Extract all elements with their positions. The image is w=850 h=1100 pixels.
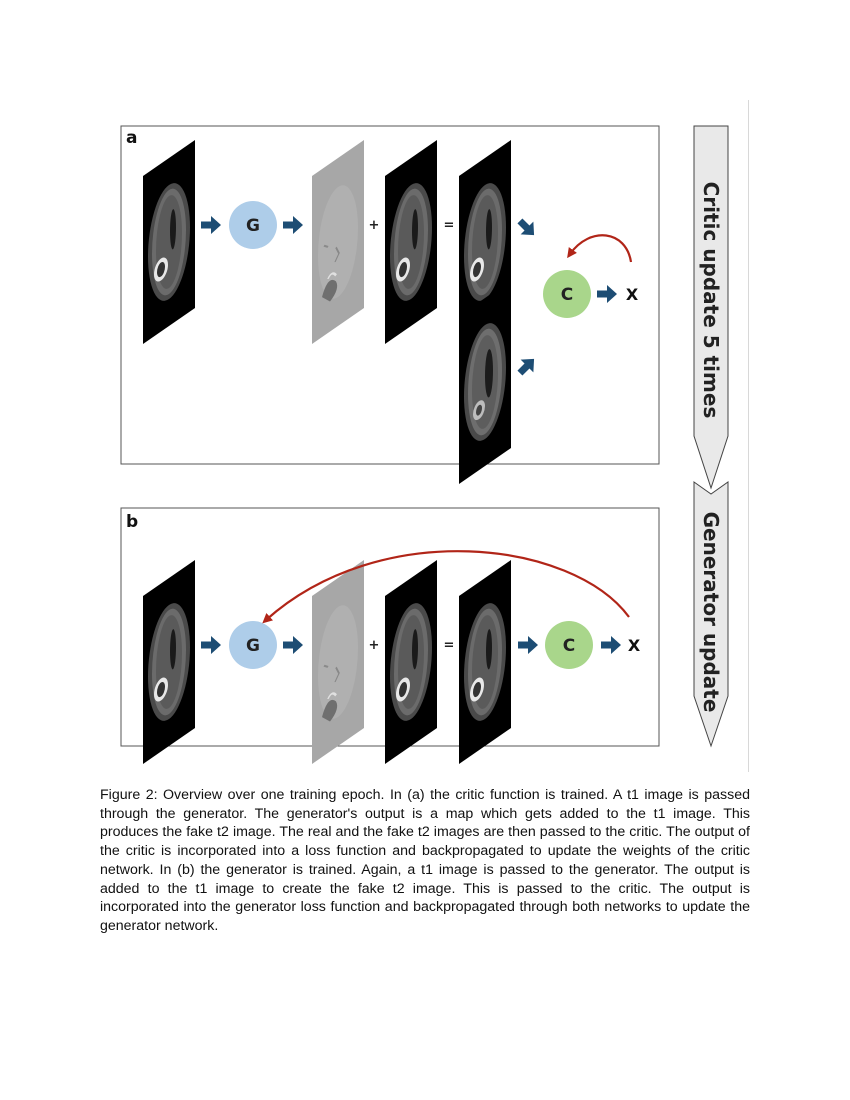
- figure-caption: Figure 2: Overview over one training epo…: [100, 787, 750, 934]
- generator-feedback-arrow: [262, 550, 630, 624]
- plus-sign: +: [369, 218, 380, 233]
- critic-update-label: Critic update 5 times: [699, 182, 723, 419]
- critic-label: C: [561, 285, 573, 305]
- generator-label: G: [246, 216, 260, 236]
- plus-sign: +: [369, 638, 380, 653]
- equals-sign: =: [444, 638, 455, 653]
- equals-sign: =: [444, 218, 455, 233]
- critic-feedback-arrow: [567, 234, 633, 263]
- critic-output-x: X: [628, 636, 641, 655]
- t1-input-image: [143, 140, 195, 344]
- generator-update-label: Generator update: [699, 512, 723, 713]
- panel-a-letter: a: [126, 128, 137, 148]
- panel-a: a G + = C X: [120, 125, 660, 484]
- critic-node: [543, 270, 591, 318]
- training-epoch-figure: a G + = C X b G + =: [120, 125, 729, 765]
- critic-node: [545, 621, 593, 669]
- critic-label: C: [563, 636, 575, 656]
- panel-b: b G + = C X: [120, 507, 660, 765]
- page-divider-line: [748, 100, 749, 772]
- panel-b-letter: b: [126, 512, 138, 532]
- generator-node: [229, 201, 277, 249]
- generator-label: G: [246, 636, 260, 656]
- critic-output-x: X: [626, 285, 639, 304]
- generator-update-chevron: Generator update: [693, 481, 729, 748]
- critic-update-chevron: Critic update 5 times: [693, 125, 729, 490]
- generator-node: [229, 621, 277, 669]
